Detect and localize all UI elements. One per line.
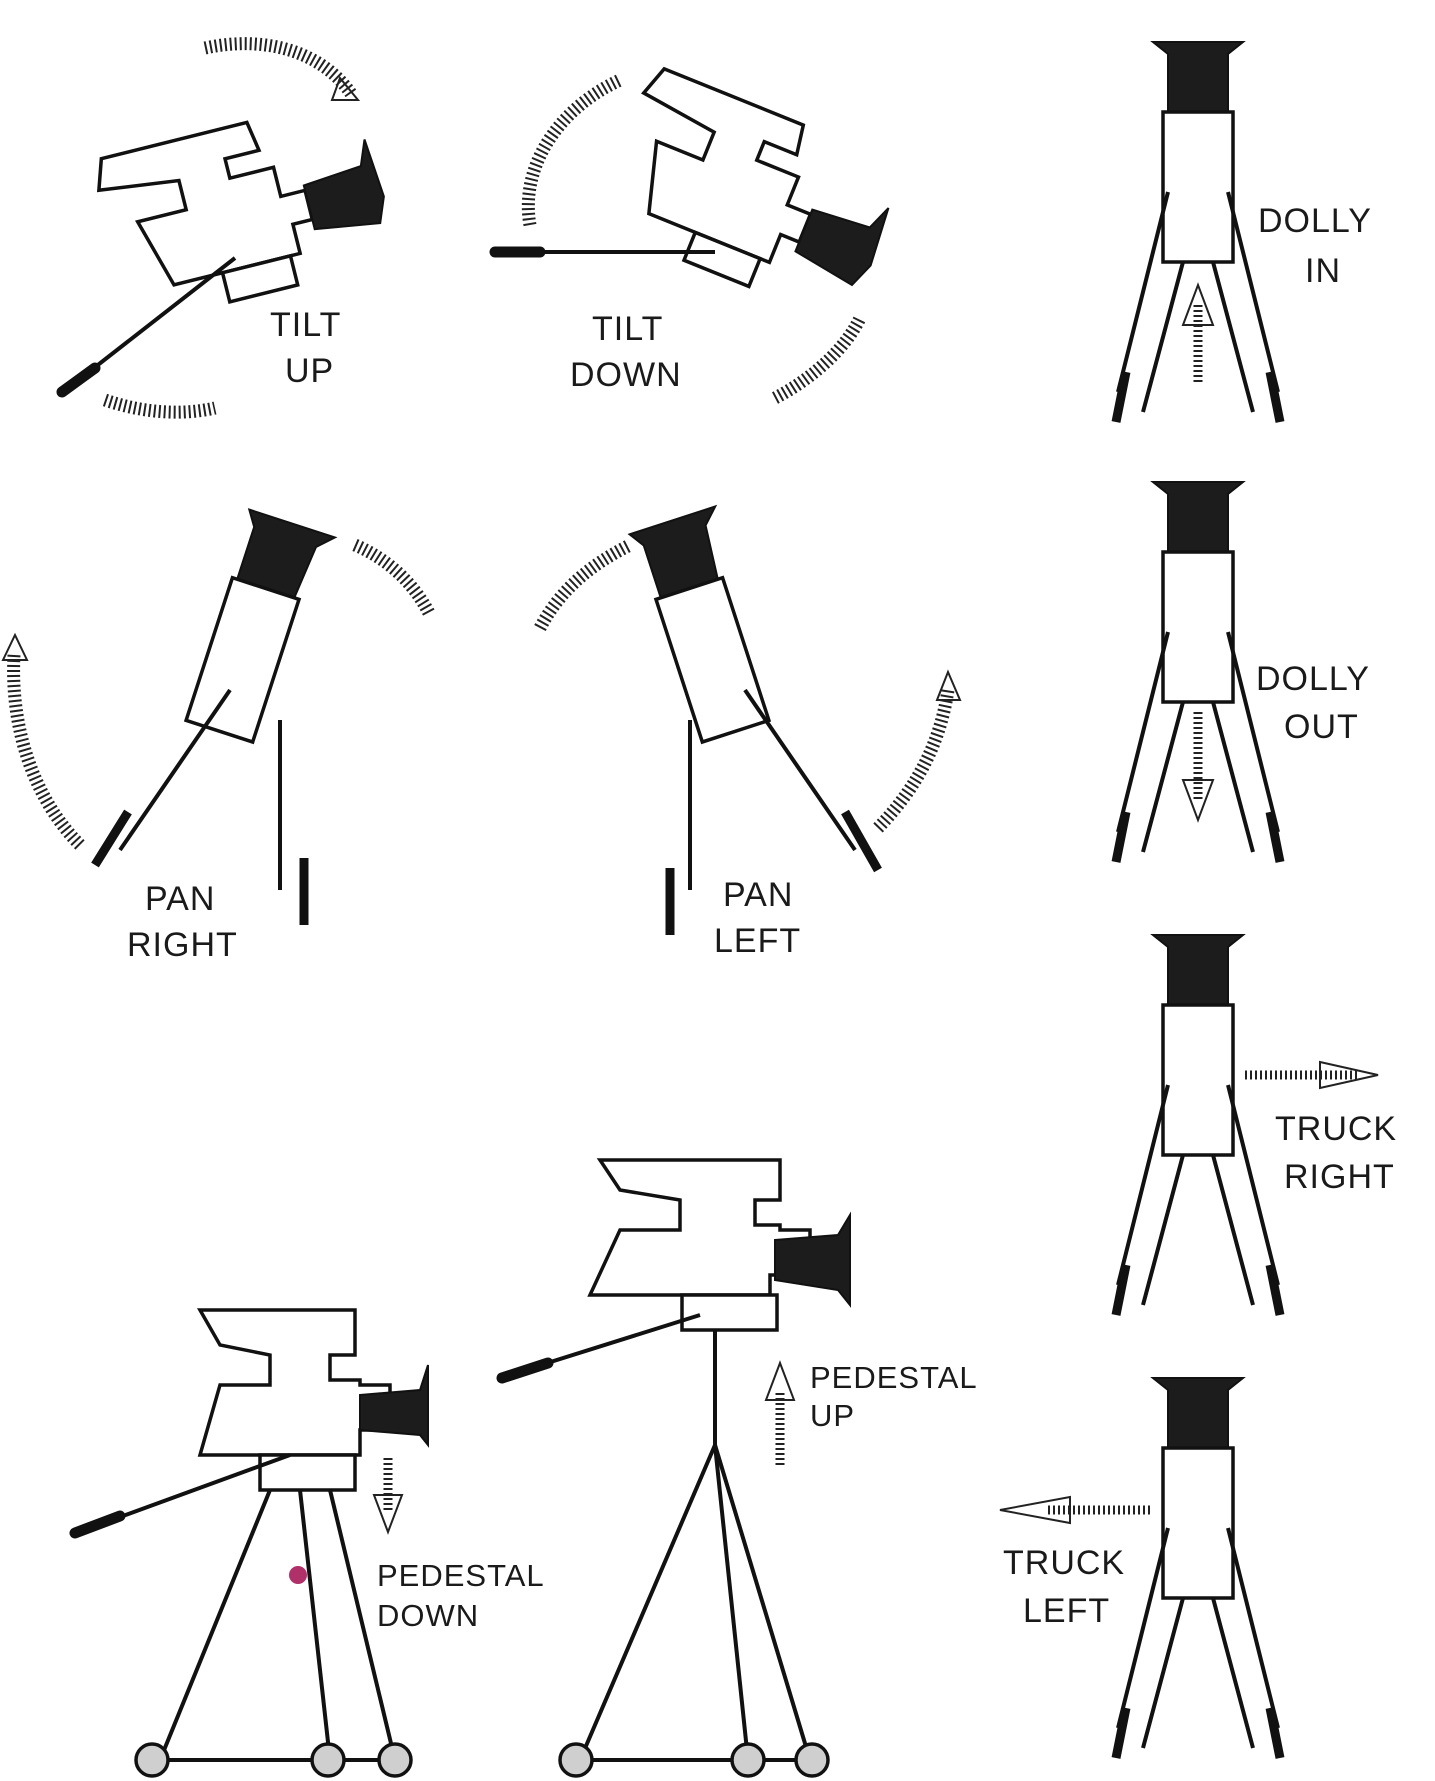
pan-left-figure: PAN LEFT (534, 504, 962, 960)
truck-right-label-2: RIGHT (1284, 1158, 1395, 1196)
dolly-in-label-2: IN (1305, 252, 1341, 290)
arrowhead-icon (764, 1360, 796, 1401)
tilt-up-label-2: UP (285, 352, 334, 390)
tilt-down-arrow-top (521, 74, 623, 227)
pedestal-down-label-1: PEDESTAL (377, 1558, 545, 1593)
pan-right-arrow-left (7, 654, 85, 850)
wheel-icon (558, 1742, 594, 1778)
wheel-icon (730, 1742, 766, 1778)
arrowhead-icon (330, 76, 361, 101)
truck-right-figure: TRUCK RIGHT (1116, 935, 1397, 1315)
dolly-in-figure: DOLLY IN (1116, 42, 1372, 422)
tilt-down-label-1: TILT (592, 310, 663, 348)
dolly-out-label-1: DOLLY (1256, 660, 1370, 698)
pan-left-label-2: LEFT (714, 922, 801, 960)
pedestal-up-label-2: UP (810, 1398, 855, 1433)
arrowhead-icon (1181, 282, 1215, 326)
dolly-out-label-2: OUT (1284, 708, 1359, 746)
truck-right-label-1: TRUCK (1275, 1110, 1397, 1148)
truck-left-figure: TRUCK LEFT (999, 1378, 1280, 1758)
dolly-out-figure: DOLLY OUT (1116, 482, 1370, 862)
pedestal-up-label-1: PEDESTAL (810, 1360, 978, 1395)
wheel-icon (794, 1742, 830, 1778)
pan-left-arrow-right (873, 689, 955, 833)
arrowhead-icon (935, 669, 962, 701)
tilt-down-arrow-bottom (771, 315, 866, 404)
tilt-down-label-2: DOWN (570, 356, 682, 394)
arrowhead-icon (999, 1495, 1071, 1525)
wheel-icon (377, 1742, 413, 1778)
pedestal-down-figure: PEDESTAL DOWN (69, 1308, 545, 1778)
wheel-icon (310, 1742, 346, 1778)
pink-mark (289, 1566, 307, 1584)
dolly-in-label-1: DOLLY (1258, 202, 1372, 240)
arrowhead-icon (1181, 779, 1215, 823)
tilt-up-arrow-bottom (102, 393, 217, 419)
tilt-down-figure: TILT DOWN (489, 63, 912, 404)
truck-left-label-1: TRUCK (1003, 1544, 1125, 1582)
pan-right-label-2: RIGHT (127, 926, 238, 964)
pan-right-arrow-right (352, 539, 436, 618)
arrowhead-icon (372, 1494, 404, 1535)
pan-right-figure: PAN RIGHT (1, 508, 436, 964)
arrowhead-icon (1, 632, 29, 661)
wheel-icon (134, 1742, 170, 1778)
pan-left-arrow-left (534, 539, 633, 632)
pedestal-up-figure: PEDESTAL UP (496, 1158, 978, 1778)
truck-left-label-2: LEFT (1023, 1592, 1110, 1630)
pan-left-label-1: PAN (723, 876, 793, 914)
pan-right-label-1: PAN (145, 880, 215, 918)
tilt-up-figure: TILT UP (56, 37, 402, 419)
tilt-up-label-1: TILT (270, 306, 341, 344)
tilt-up-arrow-top (203, 37, 358, 99)
arrowhead-icon (1319, 1060, 1379, 1090)
pedestal-down-label-2: DOWN (377, 1598, 479, 1633)
